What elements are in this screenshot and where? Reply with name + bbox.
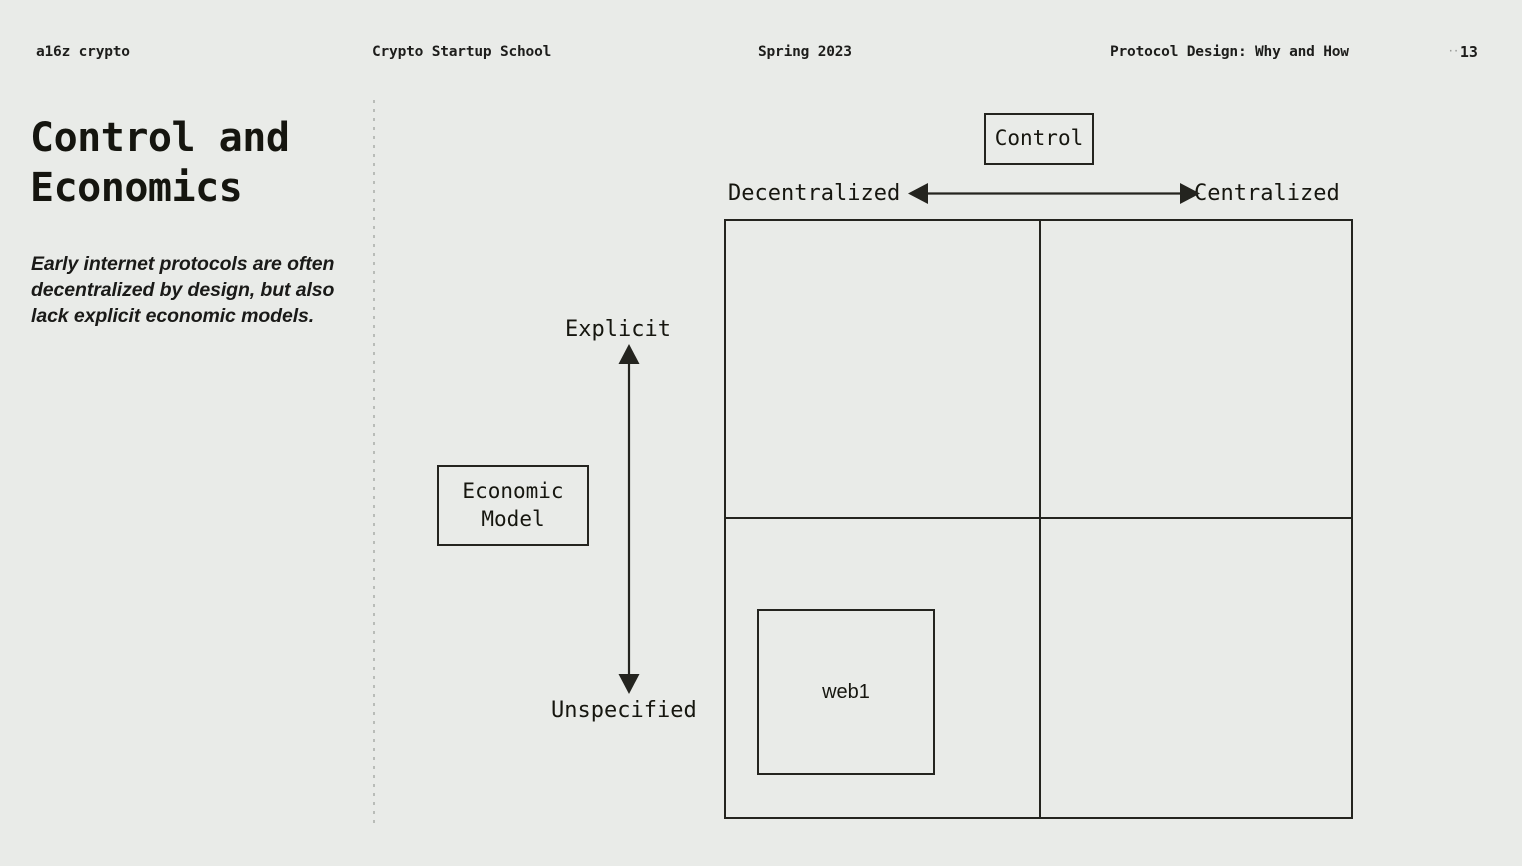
x-axis-arrow-icon [908,183,1200,204]
page-number-value: 13 [1459,43,1478,61]
header-term: Spring 2023 [758,44,852,60]
y-axis-top-label: Explicit [565,317,671,342]
page-number-tick: ·· [1448,47,1459,57]
plotted-item-web1: web1 [757,609,935,775]
header-section-title: Protocol Design: Why and How [1110,44,1349,60]
header-brand: a16z crypto [36,44,130,60]
header-course: Crypto Startup School [372,44,552,60]
page-title: Control and Economics [30,115,290,212]
x-axis-name-box: Control [984,113,1094,165]
x-axis-left-label: Decentralized [728,181,901,206]
column-divider-dotted-line [373,100,375,826]
y-axis-name-box: Economic Model [437,465,589,546]
grid-horizontal-divider [726,517,1351,520]
x-axis-right-label: Centralized [1194,181,1340,206]
y-axis-arrow-icon [618,344,640,694]
quadrant-grid [724,219,1353,819]
slide-body-text: Early internet protocols are often decen… [31,253,335,327]
y-axis-bottom-label: Unspecified [551,698,697,723]
page-number: ··13 [1448,43,1478,61]
